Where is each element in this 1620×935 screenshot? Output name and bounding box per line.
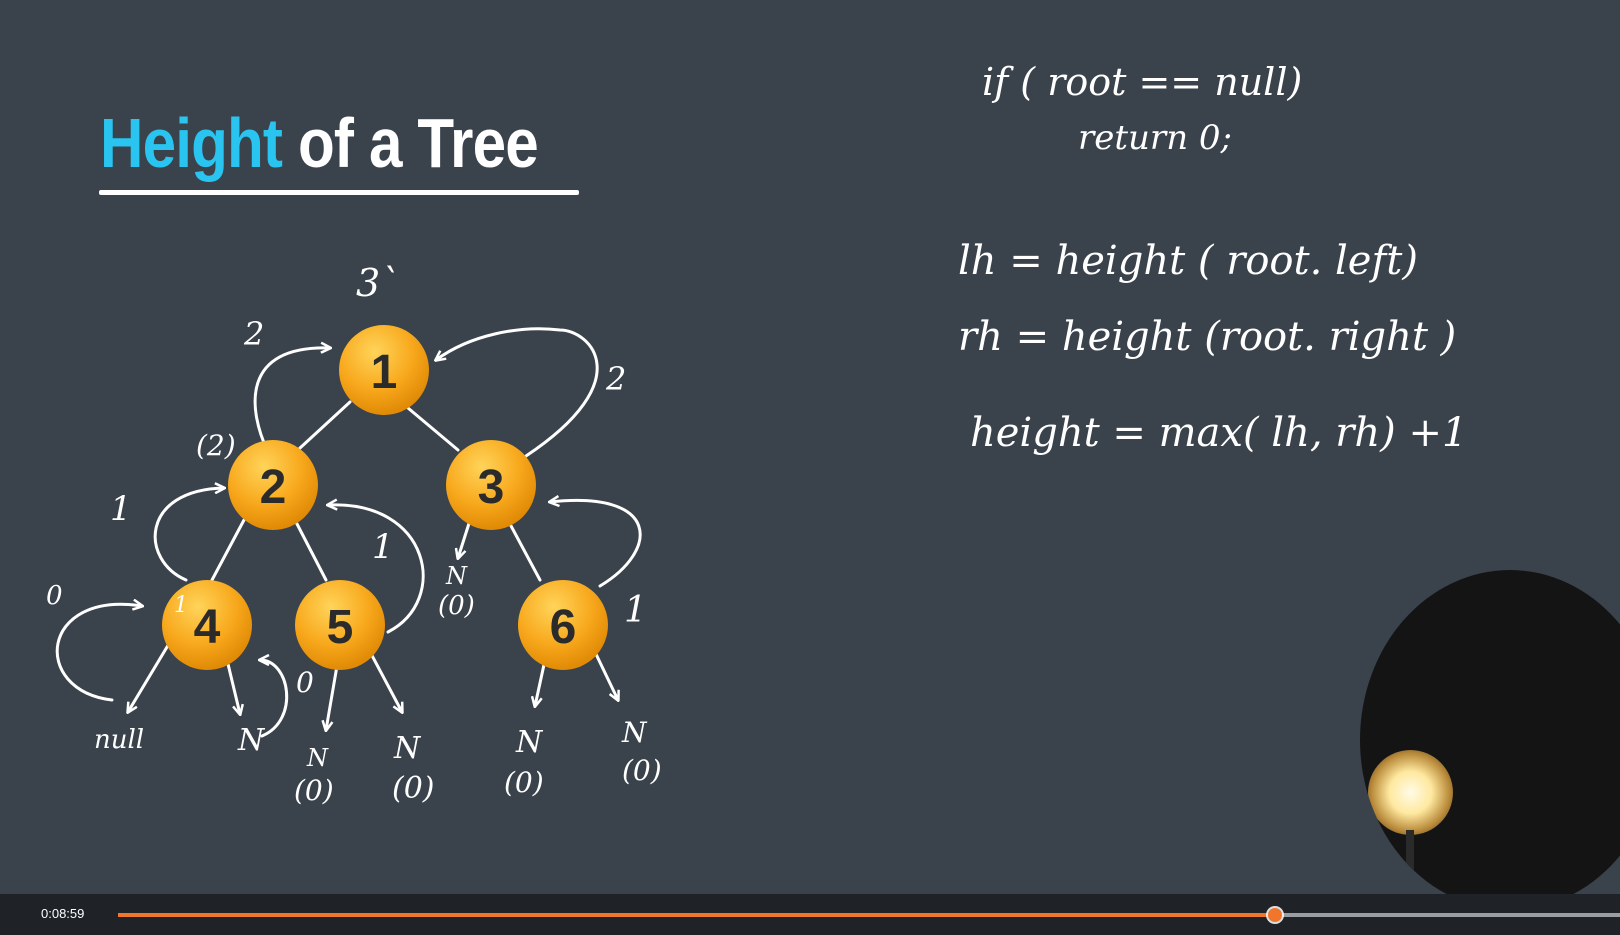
height-annotations: 3` 2 (2) 2 1 1 0 1 0 1 <box>46 261 647 699</box>
node-label: 2 <box>260 461 287 514</box>
leaf-n6-left-zero: (0) <box>504 766 544 799</box>
code-line-left-height: lh = height ( root. left) <box>958 238 1418 284</box>
null-arrows <box>128 512 618 730</box>
title-rest: of a Tree <box>282 104 539 182</box>
seek-handle[interactable] <box>1267 908 1282 922</box>
right-subtree-height: 2 <box>605 360 626 398</box>
curve-3-to-1 <box>436 327 599 458</box>
node-label: 4 <box>194 601 221 654</box>
code-line-base-case: if ( root == null) <box>982 60 1303 104</box>
edge-3-6 <box>508 522 542 582</box>
leaf-n3-left-zero: (0) <box>438 591 475 621</box>
edge-2-4 <box>210 518 246 582</box>
arrow-6-right <box>593 650 618 700</box>
node-circle <box>228 440 318 530</box>
node-circle <box>295 580 385 670</box>
video-player-bar: 0:08:59 <box>0 894 1620 935</box>
left-subtree-height-paren: (2) <box>196 429 236 462</box>
curve-5-to-2 <box>328 505 425 634</box>
return-curves <box>55 327 642 738</box>
node-circle <box>518 580 608 670</box>
leaf-n6-right: N <box>621 716 648 749</box>
tree-node-3: 3 <box>446 440 536 530</box>
slide-title: Height of a Tree <box>100 108 539 178</box>
lamp-stand <box>1406 830 1414 890</box>
null-label: null <box>94 725 144 755</box>
left-subtree-height: 2 <box>243 315 264 353</box>
title-accent-word: Height <box>100 104 283 182</box>
root-height-label: 3` <box>356 261 399 305</box>
code-line-height-formula: height = max( lh, rh) +1 <box>970 410 1468 456</box>
code-line-right-height: rh = height (root. right ) <box>958 314 1457 360</box>
node4-inner-one: 1 <box>174 593 188 618</box>
node4-height: 1 <box>110 489 132 529</box>
node4-left-zero: 0 <box>46 581 63 611</box>
leaf-n6-right-zero: (0) <box>622 754 662 787</box>
node6-height: 1 <box>624 590 647 631</box>
curve-n-to-4 <box>260 660 289 738</box>
arrow-4-right <box>226 662 240 714</box>
presenter-webcam <box>1360 570 1620 910</box>
edge-1-3 <box>406 406 460 452</box>
seek-bar-played <box>118 913 1275 917</box>
tree-node-2: 2 <box>228 440 318 530</box>
node-circle <box>162 580 252 670</box>
tree-node-1: 1 <box>339 325 429 415</box>
leaf-n5-right: N <box>393 731 422 766</box>
lamp-light <box>1368 750 1453 835</box>
node-circle <box>339 325 429 415</box>
lecture-slide: Height of a Tree <box>46 60 1620 910</box>
leaf-n4-right: N <box>237 723 266 758</box>
tree-nodes: 1 2 3 4 5 6 <box>162 325 608 670</box>
arrow-6-left <box>535 658 547 706</box>
leaf-n3-left: N <box>445 562 468 590</box>
leaf-n6-left: N <box>515 725 544 760</box>
node5-height: 1 <box>372 527 394 567</box>
node-label: 6 <box>550 601 577 654</box>
arrow-5-left <box>326 658 340 730</box>
leaf-n5-right-zero: (0) <box>392 771 435 806</box>
node-label: 3 <box>478 461 505 514</box>
title-underline <box>99 190 579 195</box>
node-label: 1 <box>371 346 398 399</box>
leaf-n5-left-zero: (0) <box>294 774 334 807</box>
code-line-return: return 0; <box>1078 118 1232 158</box>
arrow-4-left <box>128 640 172 712</box>
tree-node-6: 6 <box>518 580 608 670</box>
tree-diagram: 1 2 3 4 5 6 3` <box>46 261 662 807</box>
node-circle <box>446 440 536 530</box>
curve-null-to-4 <box>55 604 142 702</box>
curve-2-to-1 <box>253 348 330 454</box>
edge-1-2 <box>298 400 352 450</box>
tree-node-5: 5 <box>295 580 385 670</box>
edge-2-5 <box>294 520 328 582</box>
curve-6-to-3 <box>550 500 642 588</box>
node5-zero: 0 <box>296 666 314 699</box>
tree-node-4: 4 <box>162 580 252 670</box>
leaf-labels: null N N (0) N (0) N (0) N (0) N (0) <box>94 562 662 807</box>
node-label: 5 <box>327 601 354 654</box>
tree-edges <box>210 400 542 582</box>
seek-bar[interactable] <box>118 908 1620 922</box>
current-time: 0:08:59 <box>41 906 85 921</box>
curve-4-to-2 <box>153 488 224 582</box>
arrow-5-right <box>366 646 402 712</box>
leaf-n5-left: N <box>306 744 329 772</box>
